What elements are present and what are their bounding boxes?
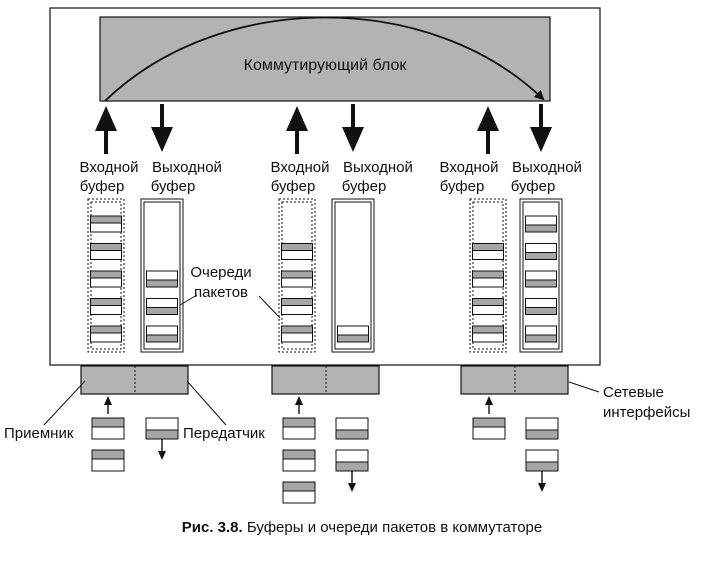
received-packet	[472, 417, 506, 440]
input-buffer-label-line2: буфер	[440, 178, 485, 195]
input-buffer-label-line2: буфер	[271, 178, 316, 195]
network-interfaces-label-line2: интерфейсы	[603, 404, 690, 421]
packet-queues-leader-right	[258, 295, 281, 319]
queued-packet	[472, 270, 504, 288]
receiver-leader	[43, 380, 86, 426]
input-buffer-port-1	[87, 198, 125, 353]
figure-caption: Рис. 3.8. Буферы и очереди пакетов в ком…	[0, 519, 724, 536]
output-buffer-label: Выходной	[343, 159, 413, 176]
packet-queues-label-line2: пакетов	[194, 284, 248, 301]
port-2-labels: Входной буфер Выходной буфер	[271, 159, 413, 195]
output-buffer-port-2	[331, 198, 375, 353]
transmitted-packets-port-3	[525, 417, 559, 492]
queued-packet	[281, 270, 313, 288]
output-buffer-port-3	[519, 198, 563, 353]
output-buffer-label: Выходной	[512, 159, 582, 176]
transmitter-leader	[186, 380, 227, 426]
queued-packet	[337, 325, 369, 343]
queued-packet	[472, 298, 504, 315]
input-arrow-port-1	[95, 106, 117, 154]
input-buffer-label-line2: буфер	[80, 178, 125, 195]
queued-packet	[90, 325, 122, 343]
figure-caption-text: Буферы и очереди пакетов в коммутаторе	[246, 519, 543, 536]
queued-packet	[525, 243, 557, 260]
port-3-labels: Входной буфер Выходной буфер	[440, 159, 582, 195]
switching-block-label: Коммутирующий блок	[244, 57, 408, 74]
input-arrow-port-3	[477, 106, 499, 154]
output-arrow-port-3	[530, 104, 552, 152]
output-arrow-port-1	[151, 104, 173, 152]
switching-curve-arrow	[104, 16, 545, 102]
packet-queues-label: Очереди	[190, 264, 251, 281]
received-packet	[282, 417, 316, 440]
output-arrow-port-2	[342, 104, 364, 152]
received-packet	[91, 417, 125, 440]
port-1-labels: Входной буфер Выходной буфер	[80, 159, 222, 195]
network-interfaces-leader	[568, 381, 600, 393]
output-buffer-port-1	[140, 198, 184, 353]
output-buffer-label: Выходной	[152, 159, 222, 176]
queued-packet	[90, 243, 122, 260]
switching-block	[99, 16, 551, 102]
transmitted-packets-port-1	[145, 417, 179, 460]
output-buffer-label-line2: буфер	[511, 178, 556, 195]
received-packet	[282, 481, 316, 504]
queued-packet	[472, 325, 504, 343]
queued-packet	[281, 243, 313, 260]
network-interfaces-label: Сетевые	[603, 384, 664, 401]
queued-packet	[525, 298, 557, 315]
queued-packet	[525, 270, 557, 288]
input-buffer-label: Входной	[80, 159, 139, 176]
queued-packet	[146, 325, 178, 343]
network-interface-port-3	[460, 365, 569, 395]
queued-packet	[281, 298, 313, 315]
queued-packet	[146, 298, 178, 315]
packet-queues-leader-left	[179, 294, 198, 306]
transmitted-packets-port-2	[335, 417, 369, 492]
input-buffer-label: Входной	[440, 159, 499, 176]
queued-packet	[472, 243, 504, 260]
transmitted-packet	[145, 417, 179, 440]
input-arrow-port-2	[286, 106, 308, 154]
network-interface-port-2	[271, 365, 380, 395]
network-interface-port-1	[80, 365, 189, 395]
queued-packet	[281, 325, 313, 343]
queued-packet	[146, 270, 178, 288]
input-buffer-label: Входной	[271, 159, 330, 176]
input-buffer-port-3	[469, 198, 507, 353]
output-buffer-label-line2: буфер	[151, 178, 196, 195]
received-packet	[91, 449, 125, 472]
queued-packet	[525, 215, 557, 233]
received-packets-port-2	[282, 396, 316, 504]
queued-packet	[525, 325, 557, 343]
output-buffer-label-line2: буфер	[342, 178, 387, 195]
queued-packet	[90, 270, 122, 288]
input-buffer-port-2	[278, 198, 316, 353]
received-packets-port-1	[91, 396, 125, 472]
received-packets-port-3	[472, 396, 506, 440]
received-packet	[282, 449, 316, 472]
transmitted-packet	[525, 417, 559, 440]
transmitter-label: Передатчик	[183, 425, 265, 442]
transmitted-packet	[335, 449, 369, 472]
figure-number: Рис. 3.8.	[181, 519, 243, 536]
queued-packet	[90, 298, 122, 315]
queued-packet	[90, 215, 122, 233]
receiver-label: Приемник	[4, 425, 74, 442]
transmitted-packet	[335, 417, 369, 440]
transmitted-packet	[525, 449, 559, 472]
